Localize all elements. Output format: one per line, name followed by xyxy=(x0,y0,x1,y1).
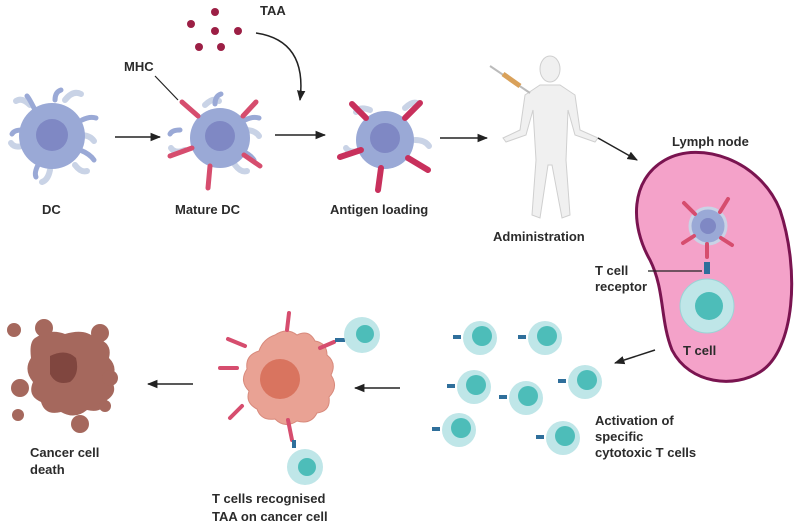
taa-antigens xyxy=(187,8,242,51)
mature-dendritic-cell xyxy=(167,91,263,191)
recognised-label-line2: TAA on cancer cell xyxy=(212,509,328,524)
t-cell xyxy=(447,370,491,404)
t-cell xyxy=(432,413,476,447)
t-cell xyxy=(518,321,562,355)
t-cell xyxy=(536,421,580,455)
human-figure-icon xyxy=(502,55,599,219)
arrow-admin-to-lymph xyxy=(597,137,638,161)
activation-label-line3: cytotoxic T cells xyxy=(595,445,696,460)
administration-label: Administration xyxy=(493,229,585,244)
dendritic-cell xyxy=(8,87,99,185)
lymph-node xyxy=(635,150,794,383)
recognised-label-line1: T cells recognised xyxy=(212,491,325,506)
taa-label: TAA xyxy=(260,3,286,18)
death-label-line2: death xyxy=(30,462,65,477)
dead-cancer-cell xyxy=(7,319,118,433)
dc-label: DC xyxy=(42,202,61,217)
t-cell xyxy=(453,321,497,355)
lymph-t-cell xyxy=(679,278,735,334)
t-cell-label: T cell xyxy=(683,343,716,358)
death-label-line1: Cancer cell xyxy=(30,445,99,460)
cancer-cell xyxy=(218,311,380,485)
tcr-icon xyxy=(704,262,710,274)
lymph-dc xyxy=(681,197,734,259)
mhc-label: MHC xyxy=(124,59,154,74)
taa-arrow xyxy=(255,32,306,102)
syringe-icon xyxy=(489,65,531,94)
mhc-pointer xyxy=(154,75,179,101)
activation-label-line2: specific xyxy=(595,429,643,444)
antigen-loaded-dc xyxy=(337,99,432,193)
tcr-label-line1: T cell xyxy=(595,263,628,278)
activation-label-line1: Activation of xyxy=(595,413,674,428)
t-cell xyxy=(558,365,602,399)
activated-t-cells xyxy=(432,321,602,455)
arrow-lymph-to-activation xyxy=(614,349,656,365)
t-cell xyxy=(499,381,543,415)
antigen-loading-label: Antigen loading xyxy=(330,202,428,217)
lymph-node-label: Lymph node xyxy=(672,134,749,149)
mature-dc-label: Mature DC xyxy=(175,202,241,217)
tcr-label-line2: receptor xyxy=(595,279,647,294)
